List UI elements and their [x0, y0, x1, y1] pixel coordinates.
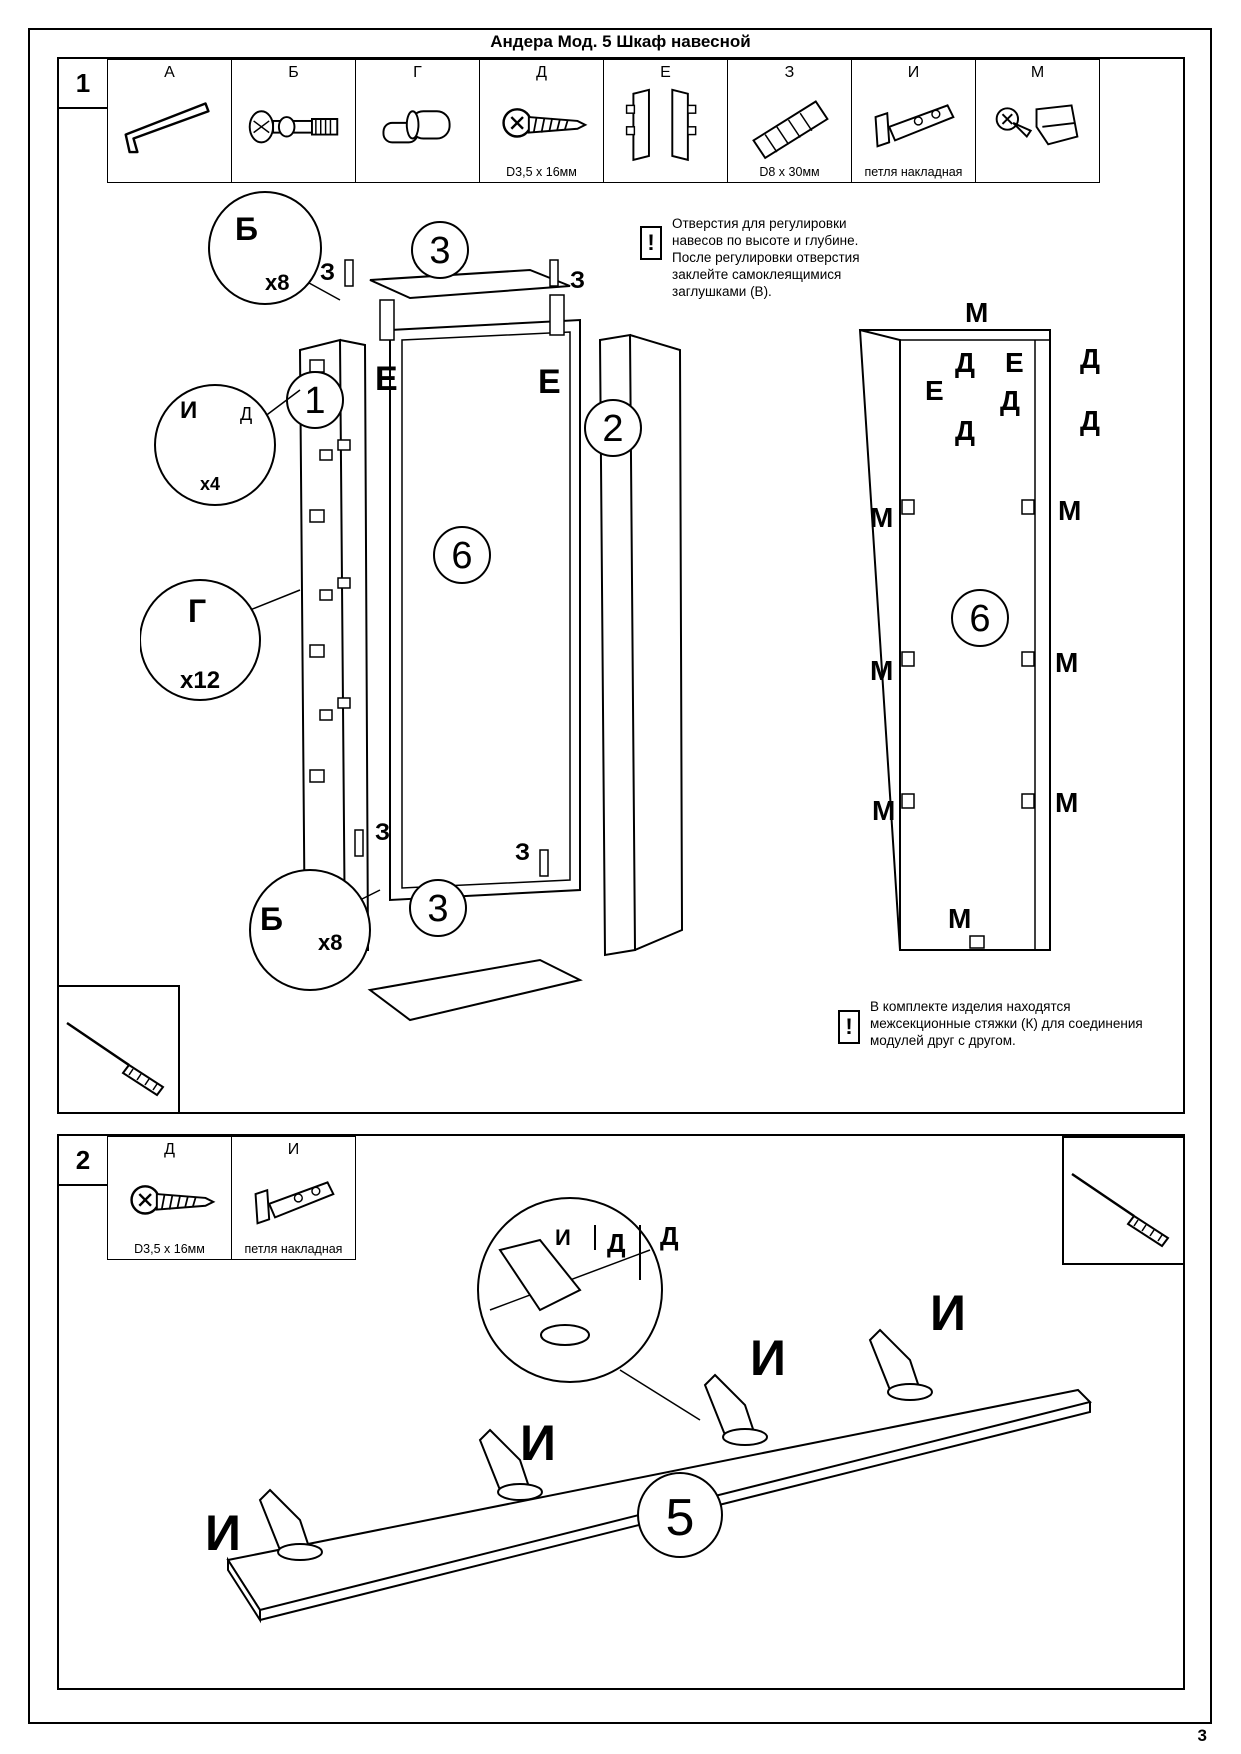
- page-frame: [28, 28, 1212, 1724]
- back-label-m: М: [1055, 647, 1078, 678]
- part-letter: З: [784, 64, 795, 81]
- back-label-d: Д: [1000, 385, 1020, 416]
- part-letter: И: [287, 1141, 300, 1158]
- part-letter: Г: [413, 64, 422, 81]
- back-label-m: М: [872, 795, 895, 826]
- part-letter: М: [1030, 64, 1045, 81]
- warning-icon: !: [640, 226, 662, 260]
- callout-b-bottom-count: x8: [318, 930, 342, 955]
- hinge-icon: [874, 104, 955, 148]
- bracket-label: Е: [375, 360, 398, 398]
- part-cell-m: М: [975, 59, 1100, 183]
- part-caption: D3,5 x 16мм: [506, 165, 577, 179]
- detail-screw-label: Д: [607, 1228, 626, 1258]
- part-cell-i: И петля накладная: [851, 59, 976, 183]
- part-caption: D8 x 30мм: [759, 165, 820, 179]
- page-number: 3: [1197, 1726, 1207, 1745]
- page-title: Андера Мод. 5 Шкаф навесной: [490, 32, 751, 51]
- screwdriver-icon: [66, 1021, 165, 1097]
- shelf-pin-icon: [382, 110, 451, 144]
- screwdriver-icon: [1071, 1172, 1170, 1248]
- step-1-number: 1: [57, 57, 109, 109]
- callout-i-count: x4: [200, 474, 220, 494]
- step-2-frame: [57, 1134, 1185, 1690]
- screw-icon: [502, 108, 588, 138]
- hinge-label: И: [520, 1415, 556, 1471]
- part-cell-b: Б: [231, 59, 356, 183]
- dowel-label: З: [515, 839, 530, 866]
- callout-b-bottom-letter: Б: [260, 901, 283, 937]
- step-1-frame: [57, 57, 1185, 1114]
- back-label-m: М: [965, 300, 988, 328]
- screw-icon: [130, 1185, 216, 1215]
- part-caption: D3,5 x 16мм: [134, 1242, 205, 1256]
- part-letter: Б: [288, 64, 299, 81]
- bracket-label: Е: [538, 363, 561, 401]
- callout-g-count: x12: [180, 667, 220, 694]
- step-2-number: 2: [57, 1134, 109, 1186]
- part-cell-d: Д D3,5 x 16мм: [107, 1136, 232, 1260]
- part-cell-d: Д D3,5 x 16мм: [479, 59, 604, 183]
- warning-icon: !: [838, 1010, 860, 1044]
- tool-box-step-1: [57, 985, 180, 1114]
- part-cell-a: А: [107, 59, 232, 183]
- back-label-e: Е: [1005, 347, 1024, 378]
- panel-label-3-bottom: 3: [427, 888, 448, 930]
- note-connectors: В комплекте изделия находятся межсекцион…: [870, 999, 1143, 1048]
- back-label-m: М: [870, 655, 893, 686]
- part-caption: петля накладная: [864, 165, 963, 179]
- back-view-drawing: 6 М М М М М М М М Д Д Д Д Д Е Е: [858, 300, 1100, 951]
- back-label-m: М: [1055, 787, 1078, 818]
- detail-hinge-label: И: [555, 1225, 571, 1250]
- back-label-e: Е: [925, 375, 944, 406]
- back-label-d: Д: [1080, 343, 1100, 374]
- dowel-label: З: [320, 259, 335, 286]
- hinge-label: И: [930, 1285, 966, 1341]
- dowel-icon: [752, 100, 829, 160]
- dowel-label: З: [570, 267, 585, 294]
- part-letter: Е: [660, 64, 671, 81]
- part-cell-i: И петля накладная: [231, 1136, 356, 1260]
- back-label-d: Д: [955, 415, 975, 446]
- hanging-bracket-icon: [625, 88, 697, 162]
- back-label-m: М: [1058, 495, 1081, 526]
- part-caption: петля накладная: [244, 1242, 343, 1256]
- step-2-parts-table: Д D3,5 x 16мм И петля накладная: [107, 1136, 356, 1260]
- panel-label-6: 6: [451, 535, 472, 577]
- part-cell-g: Г: [355, 59, 480, 183]
- callout-i-letter: И: [180, 397, 197, 424]
- callout-b-top-letter: Б: [235, 211, 258, 247]
- step-1-assembly-drawing: 3 1 2 6 3 З З З З Е Е Б x8 И Д x4 Г x12 …: [140, 191, 684, 1022]
- step-2-door-drawing: 5 И И И И И Д Д: [205, 1197, 1092, 1624]
- corner-bracket-icon: [995, 104, 1079, 146]
- part-letter: И: [907, 64, 920, 81]
- panel-label-2: 2: [602, 408, 623, 450]
- panel-label-3-top: 3: [429, 230, 450, 272]
- hinge-label: И: [205, 1505, 241, 1561]
- hex-key-icon: [124, 102, 210, 154]
- step-1-parts-table: А Б Г Д D3,5: [107, 59, 1100, 183]
- dowel-label: З: [375, 819, 390, 846]
- back-label-6: 6: [969, 598, 990, 640]
- hinge-label: И: [750, 1330, 786, 1386]
- panel-label-1: 1: [304, 380, 325, 422]
- tool-box-step-2: [1062, 1136, 1185, 1265]
- note-adjustment-holes: Отверстия для регулировки навесов по выс…: [672, 216, 860, 299]
- part-letter: Д: [164, 1141, 175, 1158]
- part-letter: А: [164, 64, 175, 81]
- part-letter: Д: [536, 64, 547, 81]
- back-label-d: Д: [955, 347, 975, 378]
- part-cell-e: Е: [603, 59, 728, 183]
- door-label-5: 5: [666, 1489, 695, 1547]
- detail-screw-label: Д: [660, 1221, 679, 1251]
- back-label-m: М: [948, 903, 971, 934]
- callout-b-top-count: x8: [265, 270, 289, 295]
- hinge-icon: [254, 1181, 335, 1225]
- back-label-m: М: [870, 502, 893, 533]
- cam-lock-icon: [248, 110, 339, 144]
- back-label-d: Д: [1080, 405, 1100, 436]
- callout-g-letter: Г: [188, 593, 206, 629]
- callout-i-sub: Д: [240, 404, 252, 424]
- part-cell-z: З D8 x 30мм: [727, 59, 852, 183]
